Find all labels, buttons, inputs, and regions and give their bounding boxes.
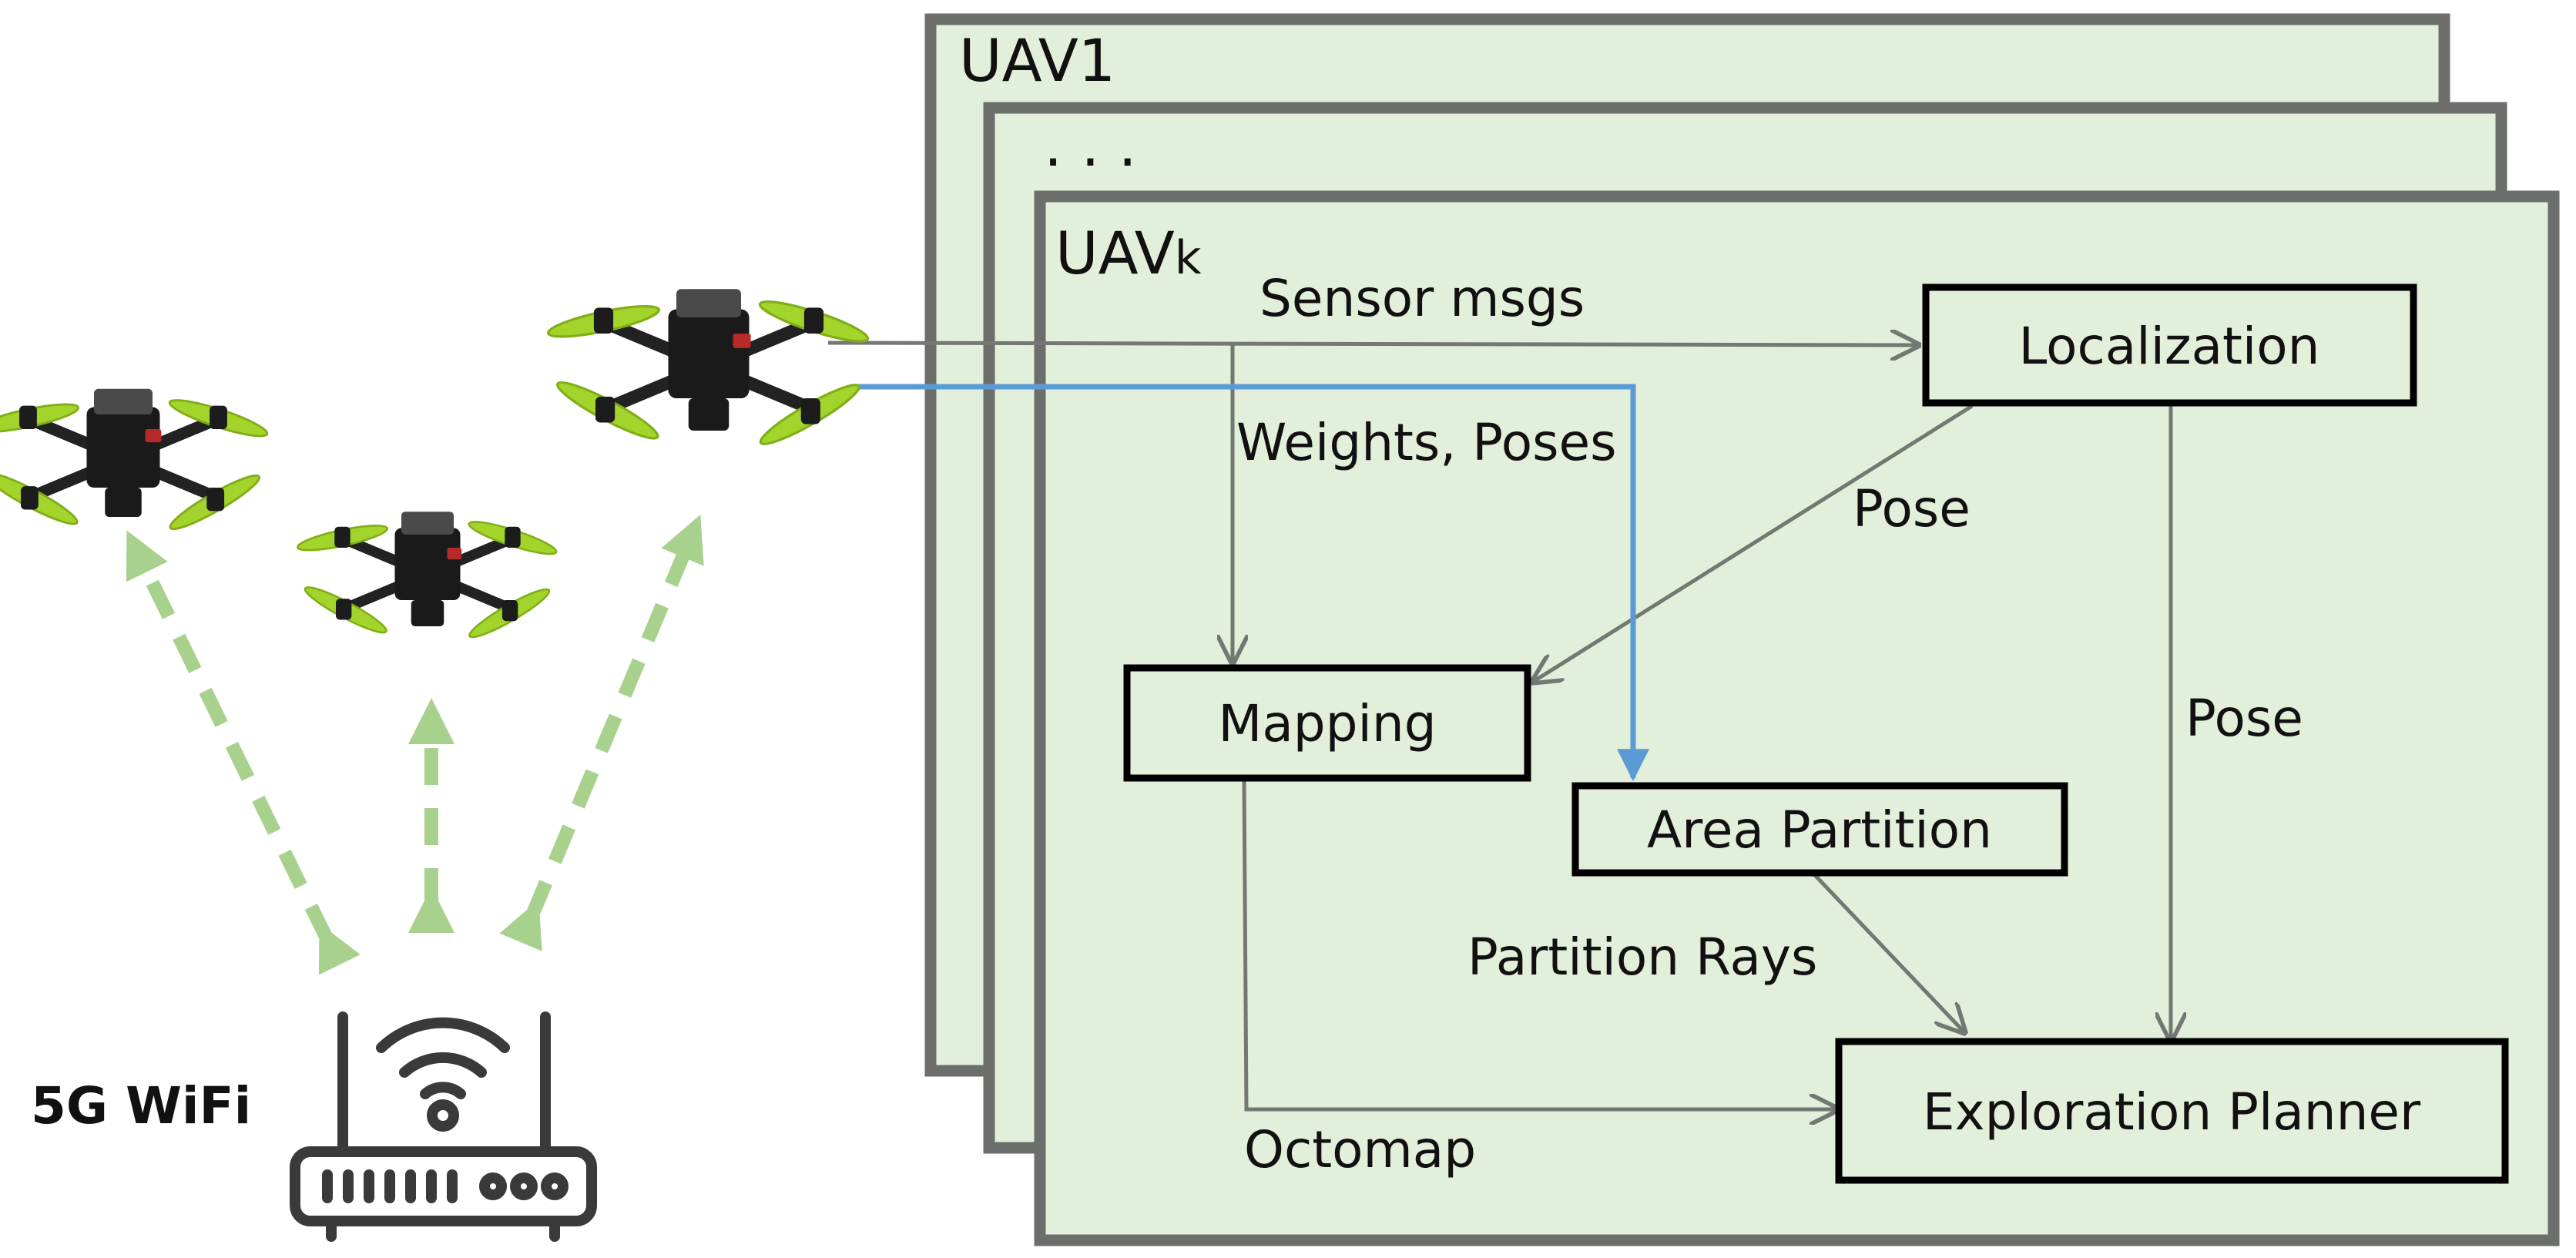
area-partition-label: Area Partition [1647,800,1992,860]
localization-label: Localization [2019,317,2320,376]
pose-to-mapping-arrow [1533,404,1974,682]
wires [827,343,2171,1109]
mapping-box: Mapping [1123,664,1531,782]
weights-poses-label: Weights, Poses [1236,413,1617,472]
uav-ellipsis-title: . . . [1044,111,1137,179]
sensor-msgs-arrow [827,343,1918,345]
partition-rays-label: Partition Rays [1467,928,1817,987]
sensor-msgs-label: Sensor msgs [1259,269,1585,328]
mapping-label: Mapping [1218,694,1436,753]
wireless-links [126,514,704,975]
quadrotor-drone-icon [296,512,558,642]
drone-to-area-partition-link [855,384,1649,782]
pose-label-left: Pose [1853,479,1971,538]
exploration-planner-box: Exploration Planner [1835,1038,2509,1184]
octomap-label: Octomap [1244,1120,1476,1179]
uavk-title: UAVk [1055,219,1202,287]
uav1-title: UAV1 [959,26,1115,95]
partition-rays-arrow [1813,873,1964,1032]
wireless-link-left [126,530,361,975]
pose-label-right: Pose [2185,689,2303,748]
exploration-planner-label: Exploration Planner [1923,1082,2421,1142]
wifi-label: 5G WiFi [31,1076,251,1136]
wifi-router-icon [290,1011,597,1242]
localization-box: Localization [1922,283,2417,407]
quadrotor-drone-icon [0,389,270,535]
quadrotor-drone-icon [546,289,870,451]
octomap-arrow [1242,780,1837,1109]
area-partition-box: Area Partition [1571,782,2068,877]
wireless-link-right [499,514,704,951]
